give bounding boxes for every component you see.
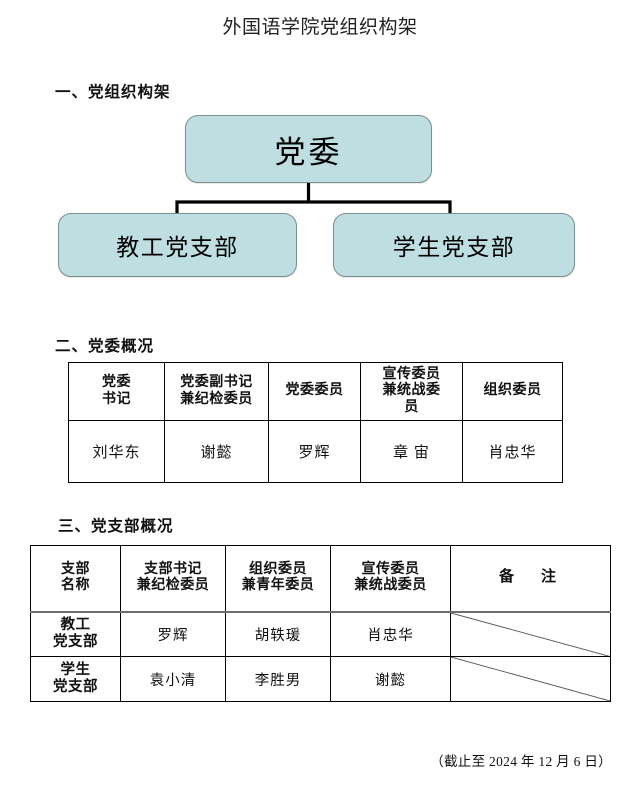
column-header-organization-member: 组织委员 — [462, 362, 563, 421]
cell-deputy-secretary-name: 谢懿 — [164, 420, 269, 483]
table-row: 刘华东 谢懿 罗辉 章 宙 肖忠华 — [68, 420, 563, 483]
column-header-propaganda-member: 宣传委员兼统战委员 — [360, 362, 463, 421]
cell-branch-name: 学生党支部 — [30, 656, 121, 702]
table-row: 学生党支部 袁小清 李胜男 谢懿 — [30, 656, 611, 702]
cell-organization-member-name: 肖忠华 — [462, 420, 563, 483]
page-title: 外国语学院党组织构架 — [222, 17, 418, 38]
column-header-branch-propaganda: 宣传委员兼统战委员 — [330, 545, 451, 613]
org-box-faculty-branch[interactable]: 教工党支部 — [58, 213, 297, 277]
cell-branch-secretary: 袁小清 — [120, 656, 226, 702]
column-header-secretary: 党委书记 — [68, 362, 165, 421]
column-header-deputy-secretary: 党委副书记兼纪检委员 — [164, 362, 269, 421]
cell-branch-name: 教工党支部 — [30, 611, 121, 657]
cell-member-name: 罗辉 — [268, 420, 361, 483]
org-box-root[interactable]: 党委 — [185, 115, 432, 183]
section-heading-branch-overview: 三、党支部概况 — [58, 518, 174, 535]
cell-branch-organization: 胡轶瑗 — [225, 611, 331, 657]
org-box-student-branch[interactable]: 学生党支部 — [333, 213, 575, 277]
org-box-faculty-branch-label: 教工党支部 — [116, 235, 239, 260]
cell-branch-secretary: 罗辉 — [120, 611, 226, 657]
org-box-root-label: 党委 — [274, 134, 343, 170]
diagonal-strike-icon — [451, 613, 610, 657]
cell-branch-propaganda: 肖忠华 — [330, 611, 451, 657]
cell-propaganda-member-name: 章 宙 — [360, 420, 463, 483]
cell-branch-remark — [450, 656, 611, 702]
table-header-row: 支部名称 支部书记兼纪检委员 组织委员兼青年委员 宣传委员兼统战委员 备 注 — [30, 545, 611, 613]
cell-branch-remark — [450, 611, 611, 657]
section-heading-committee-overview: 二、党委概况 — [55, 338, 155, 355]
column-header-remark: 备 注 — [450, 545, 611, 613]
org-box-student-branch-label: 学生党支部 — [392, 235, 516, 260]
committee-table: 党委书记 党委副书记兼纪检委员 党委委员 宣传委员兼统战委员 组织委员 刘华东 … — [68, 362, 563, 483]
cell-secretary-name: 刘华东 — [68, 420, 165, 483]
cell-branch-propaganda: 谢懿 — [330, 656, 451, 702]
branch-table: 支部名称 支部书记兼纪检委员 组织委员兼青年委员 宣传委员兼统战委员 备 注 教… — [30, 545, 611, 702]
footer-date-note: （截止至 2024 年 12 月 6 日） — [430, 754, 612, 769]
diagonal-strike-icon — [451, 657, 610, 701]
column-header-branch-secretary: 支部书记兼纪检委员 — [120, 545, 226, 613]
section-heading-org-structure: 一、党组织构架 — [55, 84, 171, 101]
column-header-branch-name: 支部名称 — [30, 545, 121, 613]
table-header-row: 党委书记 党委副书记兼纪检委员 党委委员 宣传委员兼统战委员 组织委员 — [68, 362, 563, 421]
column-header-member: 党委委员 — [268, 362, 361, 421]
table-row: 教工党支部 罗辉 胡轶瑗 肖忠华 — [30, 611, 611, 657]
cell-branch-organization: 李胜男 — [225, 656, 331, 702]
org-chart: 党委 教工党支部 学生党支部 — [0, 110, 640, 290]
column-header-branch-organization: 组织委员兼青年委员 — [225, 545, 331, 613]
